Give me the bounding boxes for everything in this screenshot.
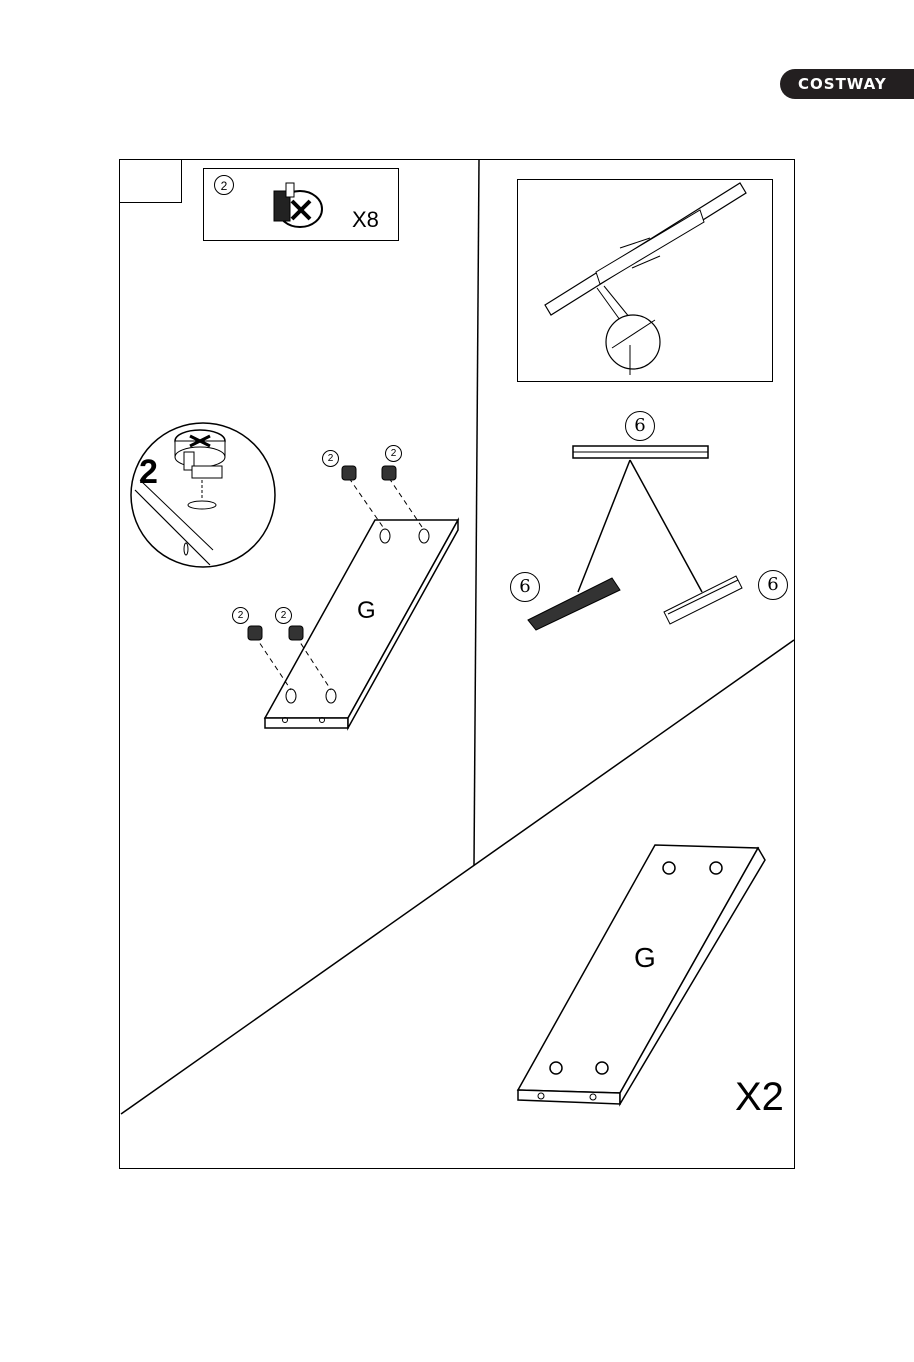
hole-marker-1: 2 (322, 450, 339, 467)
slide-release-detail (517, 179, 773, 382)
detail-part-number: 2 (139, 453, 158, 492)
result-quantity: X2 (735, 1075, 784, 1120)
slide-part-number-left: 6 (510, 572, 540, 602)
result-panel-label: G (634, 942, 656, 974)
hole-marker-2: 2 (385, 445, 402, 462)
hole-marker-4: 2 (275, 607, 292, 624)
slide-part-number-right: 6 (758, 570, 788, 600)
panel-label: G (357, 597, 376, 625)
hole-marker-3: 2 (232, 607, 249, 624)
slide-part-number-top: 6 (625, 411, 655, 441)
